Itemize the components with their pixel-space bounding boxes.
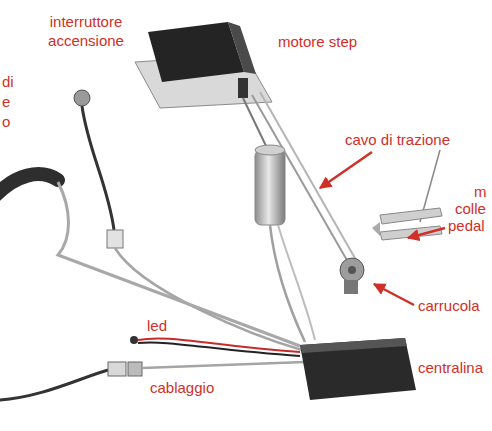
connector (108, 362, 126, 376)
connector (128, 362, 142, 376)
control-unit-top (300, 338, 407, 353)
leader-arrow (320, 152, 372, 188)
part-label: e (2, 92, 10, 111)
cylinder-top (255, 145, 285, 155)
part-label: led (147, 316, 167, 335)
stepper-motor (148, 22, 244, 82)
part-label: motore step (278, 32, 357, 51)
part-label: m (474, 182, 487, 201)
pulley-mount (344, 280, 358, 294)
part-label: pedal (448, 216, 485, 235)
led-wire (138, 338, 300, 352)
harness-cable (0, 370, 108, 400)
pedal-clip (372, 222, 380, 236)
wire (142, 362, 305, 368)
part-label: interruttore accensione (36, 12, 136, 50)
cable-line (243, 98, 268, 150)
motor-shaft (238, 78, 248, 98)
leader-arrow (374, 284, 414, 305)
leader-arrow (408, 228, 445, 238)
switch-cable (82, 106, 114, 230)
led-wire (138, 342, 300, 356)
part-label: carrucola (418, 296, 480, 315)
led (130, 336, 138, 344)
cylinder (255, 150, 285, 225)
pulley (340, 258, 364, 282)
part-label: di (2, 72, 14, 91)
control-unit (300, 338, 416, 400)
lever-handle (0, 174, 58, 196)
part-label: colle (455, 199, 486, 218)
motor-side (228, 22, 256, 74)
switch-knob (74, 90, 90, 106)
part-label: centralina (418, 358, 483, 377)
wire (278, 225, 315, 340)
pulley-hub (348, 266, 356, 274)
part-label: o (2, 112, 10, 131)
part-label: cablaggio (150, 378, 214, 397)
lever-tube (58, 182, 300, 346)
connector (107, 230, 123, 248)
wire (270, 225, 305, 342)
pedal-bracket (380, 208, 442, 224)
part-label: cavo di trazione (345, 130, 450, 149)
